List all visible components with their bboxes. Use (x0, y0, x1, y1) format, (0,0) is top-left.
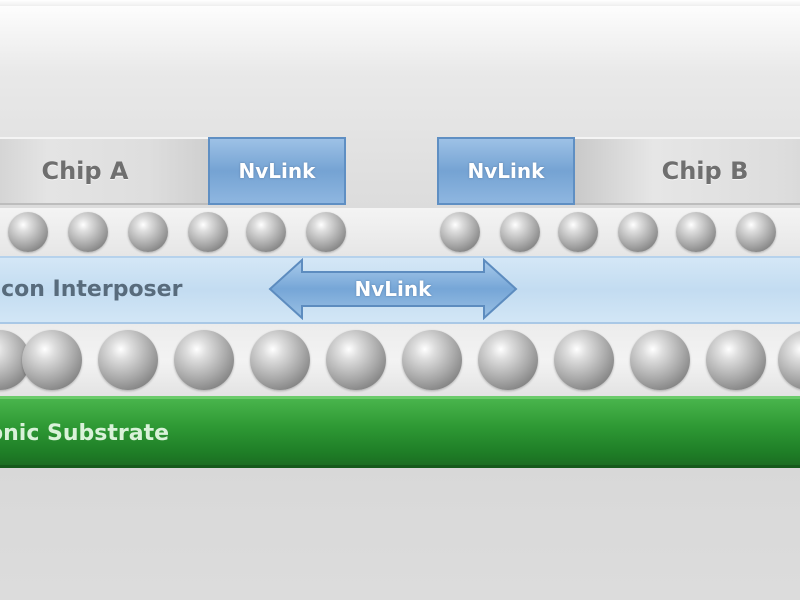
chip-a-label: Chip A (41, 157, 129, 185)
nvlink-block-chip-a: NvLink (208, 137, 346, 205)
interposer-label: licon Interposer (0, 277, 183, 302)
interposer-nvlink-arrow: NvLink (268, 257, 518, 321)
micro-bump (128, 212, 168, 252)
c4-bump-row (0, 324, 800, 396)
c4-bump (174, 330, 234, 390)
chip-b-label: Chip B (661, 157, 749, 185)
c4-bump (250, 330, 310, 390)
c4-bump (22, 330, 82, 390)
c4-bump (706, 330, 766, 390)
top-highlight (0, 0, 800, 6)
organic-substrate: onic Substrate (0, 396, 800, 468)
c4-bump (402, 330, 462, 390)
micro-bump (618, 212, 658, 252)
c4-bump (778, 330, 800, 390)
c4-bump (630, 330, 690, 390)
micro-bump-row (0, 208, 800, 256)
nvlink-label-chip-b: NvLink (467, 159, 545, 183)
substrate-label: onic Substrate (0, 421, 170, 446)
chip-a: Chip A (0, 137, 210, 205)
c4-bump (326, 330, 386, 390)
c4-bump (478, 330, 538, 390)
c4-bump (554, 330, 614, 390)
micro-bump (306, 212, 346, 252)
c4-bump (98, 330, 158, 390)
micro-bump (246, 212, 286, 252)
nvlink-block-chip-b: NvLink (437, 137, 575, 205)
micro-bump (440, 212, 480, 252)
double-arrow-icon (268, 257, 518, 321)
micro-bump (676, 212, 716, 252)
interposer-nvlink-label: NvLink (354, 277, 432, 301)
micro-bump (736, 212, 776, 252)
nvlink-label-chip-a: NvLink (238, 159, 316, 183)
micro-bump (500, 212, 540, 252)
micro-bump (8, 212, 48, 252)
micro-bump (68, 212, 108, 252)
micro-bump (188, 212, 228, 252)
chip-b: Chip B (575, 137, 800, 205)
silicon-interposer: licon Interposer (0, 256, 800, 324)
micro-bump (558, 212, 598, 252)
